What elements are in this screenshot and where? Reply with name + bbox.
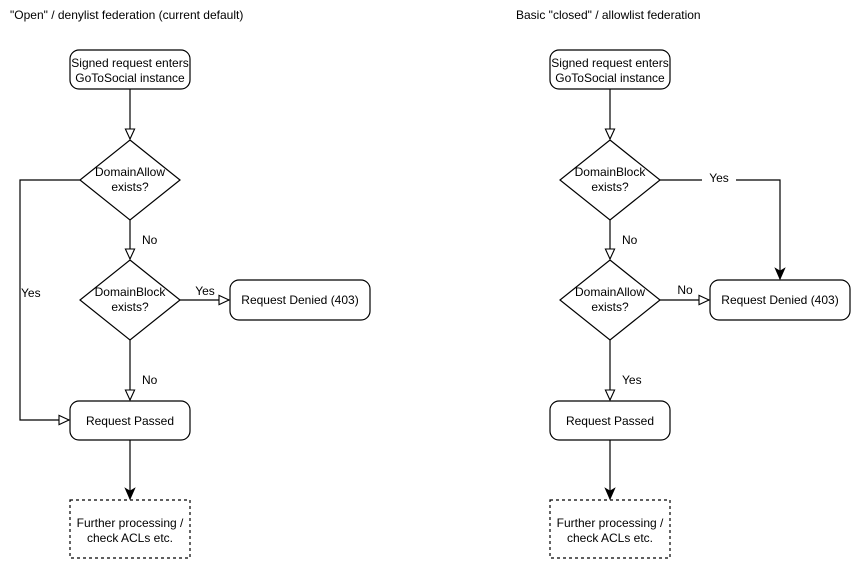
left-further-node: Further processing / check ACLs etc. — [69, 499, 191, 559]
left-further-node-line1: Further processing / — [77, 516, 184, 530]
left-flowchart: "Open" / denylist federation (current de… — [10, 8, 371, 559]
right-decision1-domainblock: DomainBlock exists? — [559, 139, 661, 221]
right-further-node-line1: Further processing / — [557, 516, 664, 530]
left-chart-title: "Open" / denylist federation (current de… — [10, 8, 243, 22]
left-denied-node: Request Denied (403) — [229, 279, 371, 321]
left-denied-node-box — [229, 279, 371, 321]
right-decision2-domainallow: DomainAllow exists? — [559, 259, 661, 341]
right-edge-decision1-yes — [660, 179, 786, 281]
left-decision2-line1: DomainBlock — [95, 285, 167, 299]
right-passed-node-box — [549, 400, 671, 441]
right-decision1-line1: DomainBlock — [575, 165, 647, 179]
right-decision1-diamond — [559, 139, 661, 221]
right-decision2-yes-label: Yes — [622, 373, 642, 387]
right-passed-node-label: Request Passed — [566, 414, 654, 428]
left-further-node-line2: check ACLs etc. — [87, 531, 173, 545]
right-start-node-box — [549, 49, 671, 90]
left-start-node-box — [69, 49, 191, 90]
left-decision1-diamond — [79, 139, 181, 221]
left-start-node: Signed request enters GoToSocial instanc… — [69, 49, 191, 90]
right-decision1-line2: exists? — [591, 180, 629, 194]
right-denied-node-label: Request Denied (403) — [721, 293, 838, 307]
left-decision1-yes-label: Yes — [21, 286, 41, 300]
right-start-node: Signed request enters GoToSocial instanc… — [549, 49, 671, 90]
left-passed-node-box — [69, 400, 191, 441]
right-further-node: Further processing / check ACLs etc. — [549, 499, 671, 559]
left-denied-node-label: Request Denied (403) — [241, 293, 358, 307]
left-further-node-box — [69, 499, 191, 559]
left-passed-node-label: Request Passed — [86, 414, 174, 428]
right-decision1-no-label: No — [622, 233, 638, 247]
right-decision2-line2: exists? — [591, 300, 629, 314]
right-decision2-no-label: No — [677, 283, 693, 297]
right-decision1-yes-label-bg — [702, 171, 736, 184]
left-decision2-no-label: No — [142, 373, 158, 387]
left-start-node-line1: Signed request enters — [71, 56, 188, 70]
right-decision2-line1: DomainAllow — [575, 285, 645, 299]
left-passed-node: Request Passed — [69, 400, 191, 441]
left-decision2-domainblock: DomainBlock exists? — [79, 259, 181, 341]
left-decision2-line2: exists? — [111, 300, 149, 314]
right-further-node-box — [549, 499, 671, 559]
right-flowchart: Basic "closed" / allowlist federation Ye… — [516, 8, 851, 559]
right-decision1-yes-label: Yes — [709, 171, 729, 185]
left-edge-decision1-yes — [19, 179, 80, 426]
left-decision1-no-label: No — [142, 233, 158, 247]
left-decision1-domainallow: DomainAllow exists? — [79, 139, 181, 221]
left-decision1-line2: exists? — [111, 180, 149, 194]
right-denied-node: Request Denied (403) — [709, 279, 851, 321]
right-passed-node: Request Passed — [549, 400, 671, 441]
right-chart-title: Basic "closed" / allowlist federation — [516, 8, 701, 22]
right-decision2-diamond — [559, 259, 661, 341]
right-further-node-line2: check ACLs etc. — [567, 531, 653, 545]
left-start-node-line2: GoToSocial instance — [75, 71, 185, 85]
right-start-node-line2: GoToSocial instance — [555, 71, 665, 85]
left-decision2-yes-label: Yes — [195, 284, 215, 298]
left-decision1-line1: DomainAllow — [95, 165, 165, 179]
left-decision2-diamond — [79, 259, 181, 341]
right-start-node-line1: Signed request enters — [551, 56, 668, 70]
right-denied-node-box — [709, 279, 851, 321]
